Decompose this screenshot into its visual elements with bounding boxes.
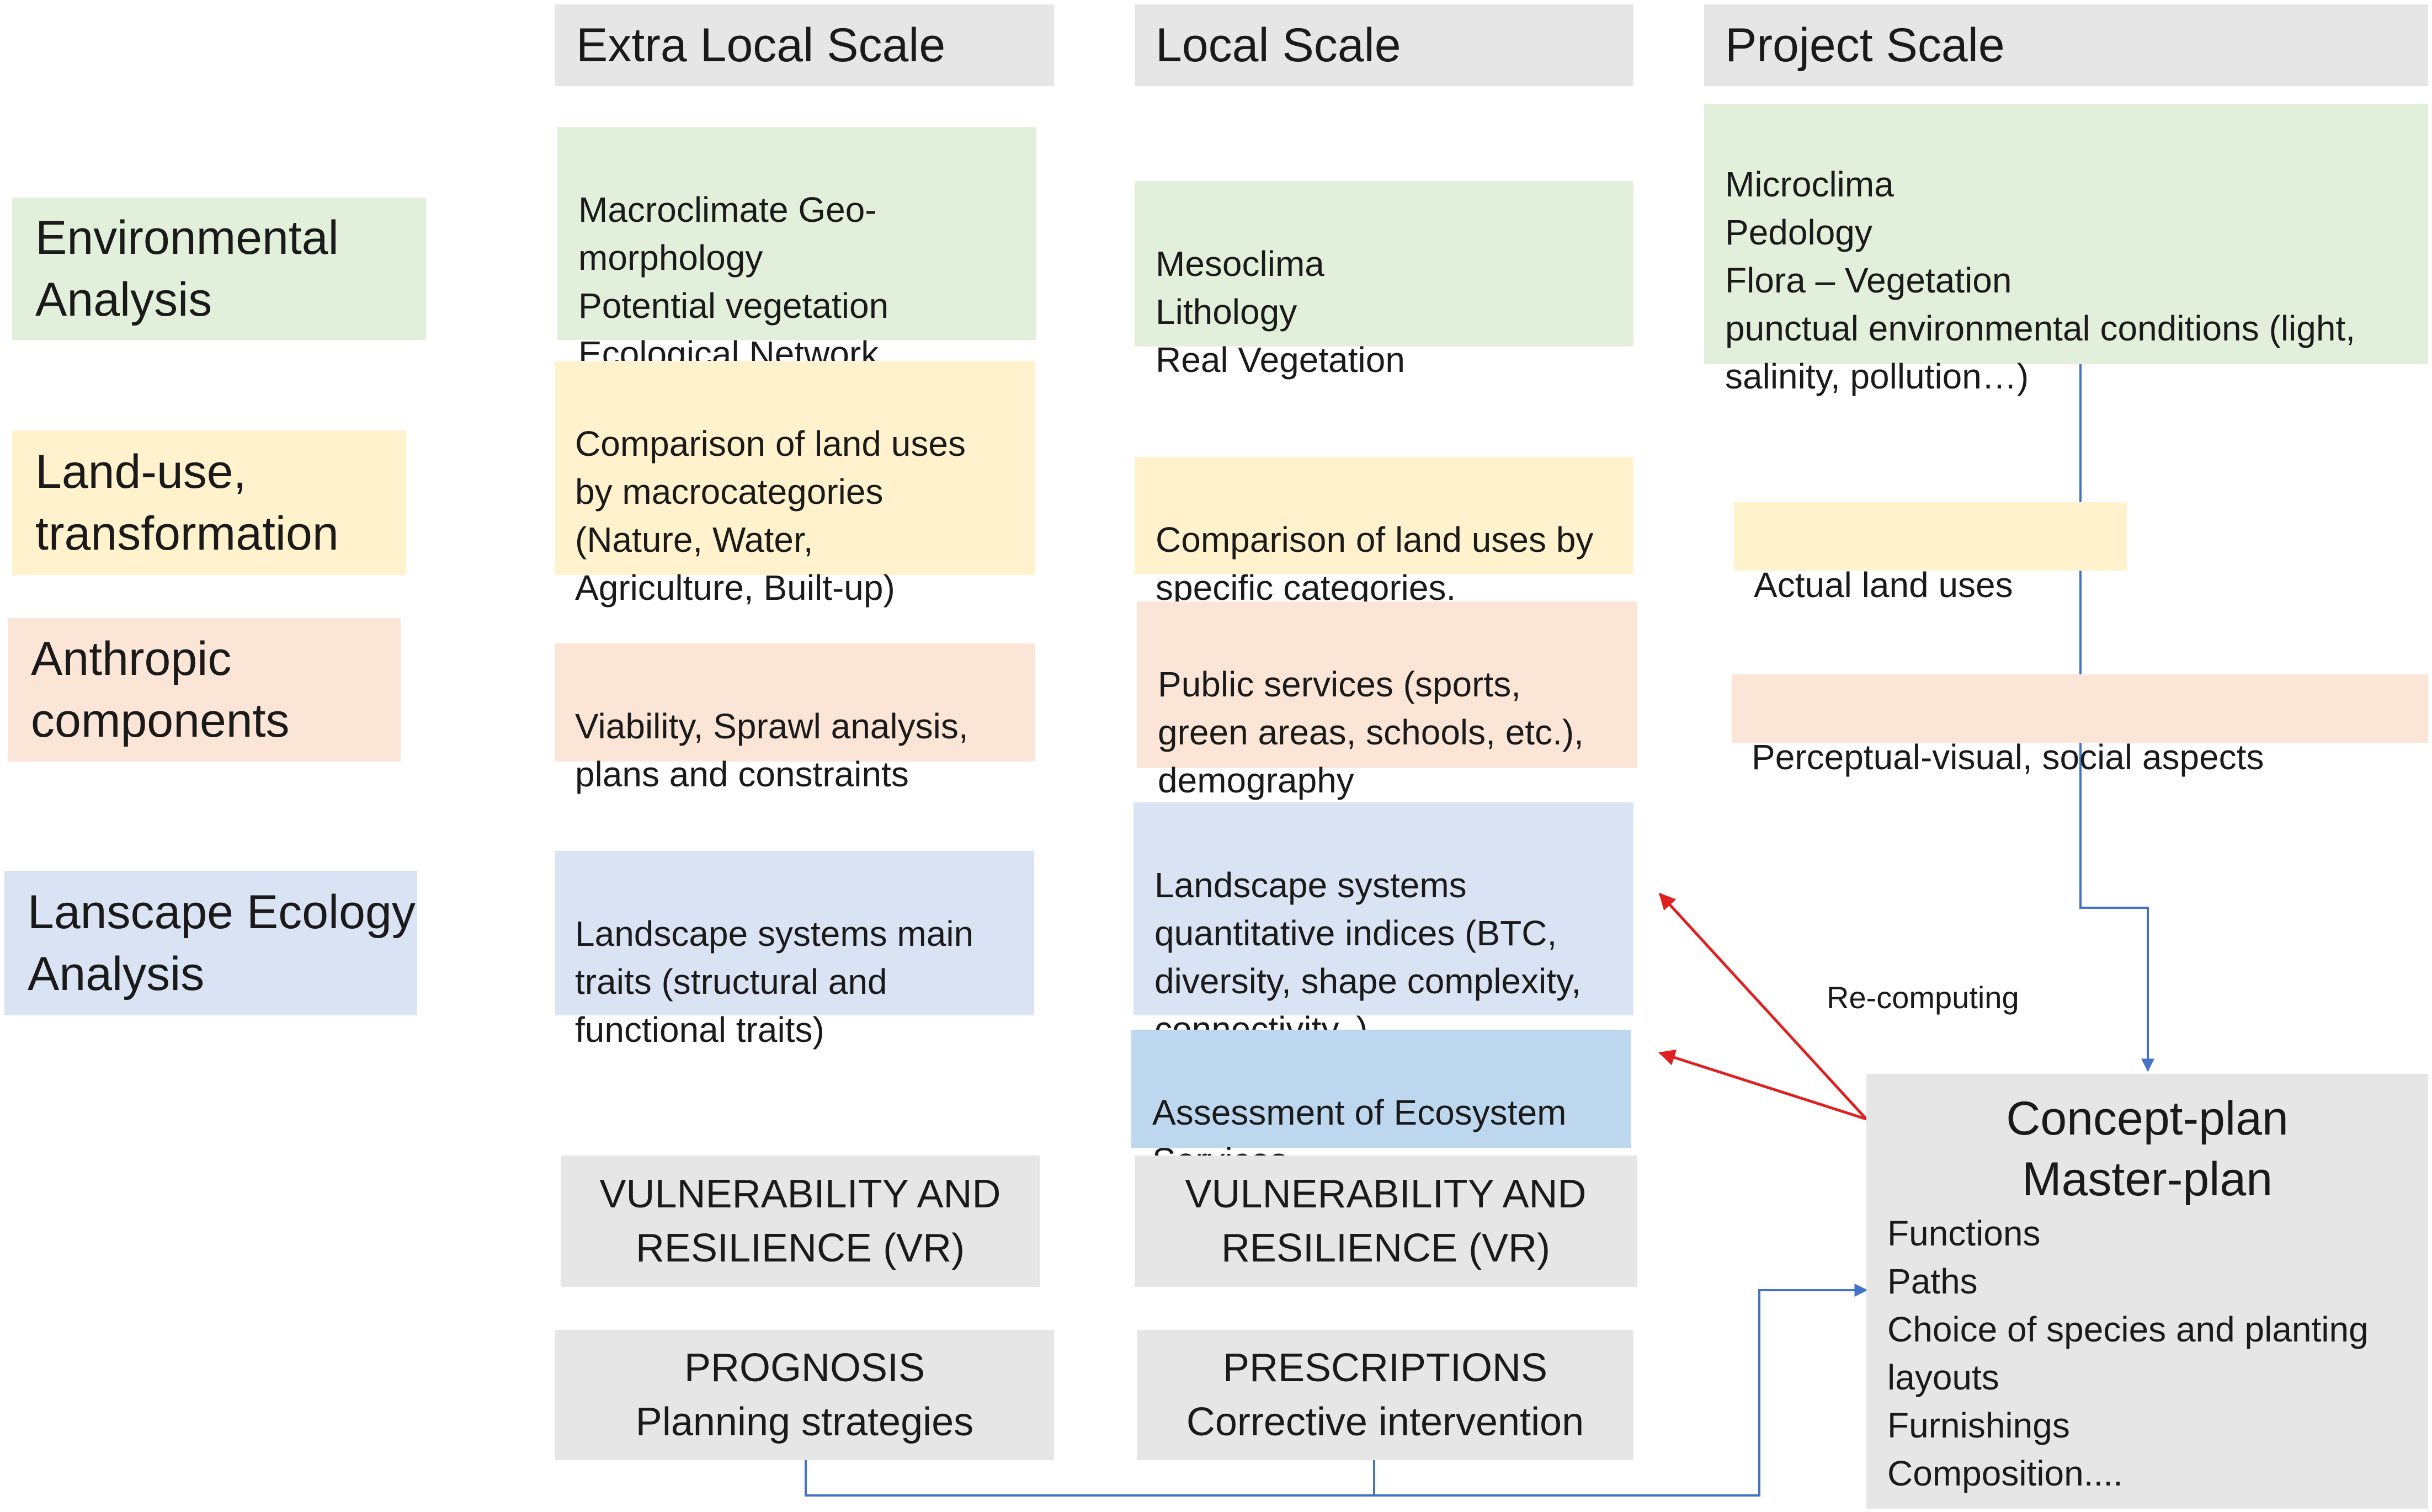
row-label-anthropic: Anthropic components [8, 618, 401, 762]
extra-local-land-use-text: Comparison of land uses by macrocategori… [575, 424, 966, 608]
project-land-use-text: Actual land uses [1754, 565, 2013, 605]
extra-local-vr-text: VULNERABILITY AND RESILIENCE (VR) [599, 1172, 1001, 1270]
extra-local-anthropic-text: Viability, Sprawl analysis, plans and co… [575, 706, 968, 794]
local-anthropic-text: Public services (sports, green areas, sc… [1158, 664, 1584, 800]
header-local-scale: Local Scale [1135, 4, 1633, 86]
strategies-to-concept-plan-line [805, 1284, 1868, 1497]
project-environmental-box: Microclima Pedology Flora – Vegetation p… [1704, 104, 2428, 396]
local-environmental-text: Mesoclima Lithology Real Vegetation [1156, 244, 1405, 380]
concept-plan-box: Concept-plan Master-plan Functions Paths… [1866, 1074, 2428, 1509]
extra-local-environmental-box: Macroclimate Geo- morphology Potential v… [557, 127, 1036, 374]
extra-local-prognosis-text: PROGNOSIS Planning strategies [635, 1346, 974, 1444]
project-environmental-text: Microclima Pedology Flora – Vegetation p… [1725, 164, 2355, 396]
project-anthropic-text: Perceptual-visual, social aspects [1752, 737, 2264, 777]
extra-local-anthropic-box: Viability, Sprawl analysis, plans and co… [555, 643, 1035, 794]
recompute-arrow-ecosystem [1658, 1049, 1867, 1121]
recompute-arrow-ecology [1658, 892, 1867, 1120]
local-land-use-text: Comparison of land uses by specific cate… [1156, 520, 1594, 608]
header-extra-local-label: Extra Local Scale [576, 19, 946, 72]
local-prescriptions-box: PRESCRIPTIONS Corrective intervention [1137, 1330, 1633, 1460]
row-label-environmental-text: Environmental Analysis [35, 211, 339, 326]
header-project-label: Project Scale [1725, 19, 2005, 72]
project-anthropic-box: Perceptual-visual, social aspects [1732, 674, 2428, 777]
header-extra-local-scale: Extra Local Scale [555, 4, 1054, 86]
row-label-land-use-text: Land-use, transformation [35, 445, 339, 560]
local-vr-text: VULNERABILITY AND RESILIENCE (VR) [1185, 1172, 1587, 1270]
row-label-land-use: Land-use, transformation [12, 430, 406, 575]
concept-plan-title: Concept-plan Master-plan [2006, 1092, 2289, 1206]
project-to-concept-plan-line [2079, 364, 2154, 1072]
recomputing-label: Re-computing [1827, 980, 2019, 1015]
row-label-ecology: Lanscape Ecology Analysis [4, 871, 417, 1015]
extra-local-vr-box: VULNERABILITY AND RESILIENCE (VR) [561, 1156, 1040, 1287]
extra-local-land-use-box: Comparison of land uses by macrocategori… [555, 361, 1035, 608]
header-project-scale: Project Scale [1704, 4, 2428, 86]
recomputing-text: Re-computing [1827, 980, 2019, 1015]
row-label-environmental: Environmental Analysis [12, 198, 426, 340]
local-prescriptions-text: PRESCRIPTIONS Corrective intervention [1186, 1346, 1584, 1444]
header-local-label: Local Scale [1156, 19, 1401, 72]
project-land-use-box: Actual land uses [1734, 502, 2127, 605]
row-label-anthropic-text: Anthropic components [31, 632, 290, 747]
extra-local-prognosis-box: PROGNOSIS Planning strategies [555, 1330, 1054, 1460]
local-anthropic-box: Public services (sports, green areas, sc… [1137, 601, 1637, 800]
local-vr-box: VULNERABILITY AND RESILIENCE (VR) [1135, 1156, 1637, 1287]
row-label-ecology-text: Lanscape Ecology Analysis [28, 886, 416, 1000]
local-ecology-box: Landscape systems quantitative indices (… [1133, 802, 1633, 1049]
extra-local-ecology-text: Landscape systems main traits (structura… [575, 914, 974, 1050]
extra-local-ecology-box: Landscape systems main traits (structura… [555, 851, 1034, 1050]
concept-plan-items: Functions Paths Choice of species and pl… [1887, 1213, 2369, 1493]
local-land-use-box: Comparison of land uses by specific cate… [1135, 457, 1633, 608]
local-environmental-box: Mesoclima Lithology Real Vegetation [1135, 181, 1633, 380]
local-ecology-text: Landscape systems quantitative indices (… [1154, 865, 1582, 1049]
